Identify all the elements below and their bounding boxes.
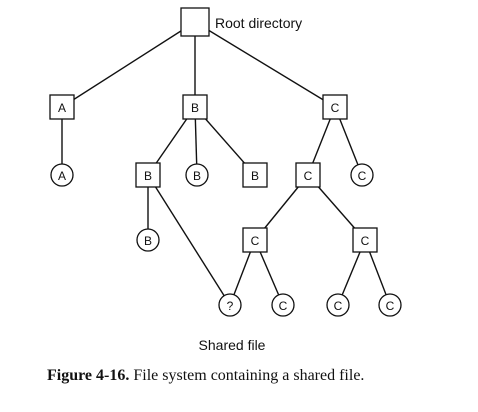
directory-box	[352, 227, 378, 253]
directory-box	[242, 227, 268, 253]
directory-node-b: B	[182, 94, 208, 120]
node-label: B	[144, 234, 152, 248]
file-node-c-file4: C	[378, 293, 402, 317]
node-label: C	[304, 169, 313, 183]
directory-box	[180, 7, 210, 37]
shared-file-label: Shared file	[199, 337, 266, 353]
node-label: B	[191, 101, 199, 115]
directory-node-root	[180, 7, 210, 37]
node-label: C	[331, 101, 340, 115]
caption-text: File system containing a shared file.	[133, 367, 365, 384]
file-node-b-file: B	[185, 163, 209, 187]
node-label: B	[251, 169, 259, 183]
node-label: ?	[227, 299, 234, 313]
directory-node-c: C	[322, 94, 348, 120]
node-label: C	[334, 299, 343, 313]
file-node-c-file2: C	[271, 293, 295, 317]
directory-node-c-dir2: C	[242, 227, 268, 253]
file-circle	[185, 163, 209, 187]
file-node-b-file2: B	[136, 228, 160, 252]
directory-box	[242, 162, 268, 188]
file-node-a-file: A	[50, 163, 74, 187]
node-label: B	[193, 169, 201, 183]
directory-box	[182, 94, 208, 120]
edge-root-to-a	[61, 21, 196, 108]
directory-box	[295, 162, 321, 188]
file-node-c-file3: C	[326, 293, 350, 317]
file-circle	[271, 293, 295, 317]
file-circle	[326, 293, 350, 317]
node-label: C	[358, 169, 367, 183]
directory-node-b-dir2: B	[242, 162, 268, 188]
figure-caption: Figure 4-16. File system containing a sh…	[47, 367, 364, 385]
file-circle	[50, 163, 74, 187]
node-label: A	[58, 169, 66, 183]
node-label: A	[58, 101, 66, 115]
edge-root-to-c	[194, 21, 336, 108]
node-label: B	[144, 169, 152, 183]
root-directory-label: Root directory	[215, 15, 302, 31]
edges-layer	[61, 21, 391, 306]
caption-number: Figure 4-16.	[47, 367, 130, 384]
node-label: C	[386, 299, 395, 313]
file-node-shared: ?	[218, 293, 242, 317]
node-label: C	[251, 234, 260, 248]
directory-box	[322, 94, 348, 120]
directory-node-c-dir3: C	[352, 227, 378, 253]
directory-node-a: A	[49, 94, 75, 120]
file-circle	[218, 293, 242, 317]
directory-node-b-dir1: B	[135, 162, 161, 188]
file-circle	[378, 293, 402, 317]
nodes-layer: A B C A B B B C C B C C? C C C	[49, 7, 402, 317]
node-label: C	[279, 299, 288, 313]
file-circle	[350, 163, 374, 187]
node-label: C	[361, 234, 370, 248]
directory-box	[49, 94, 75, 120]
edge-b-dir1-to-shared	[147, 174, 231, 306]
directory-box	[135, 162, 161, 188]
file-node-c-file1: C	[350, 163, 374, 187]
directory-node-c-dir1: C	[295, 162, 321, 188]
file-circle	[136, 228, 160, 252]
